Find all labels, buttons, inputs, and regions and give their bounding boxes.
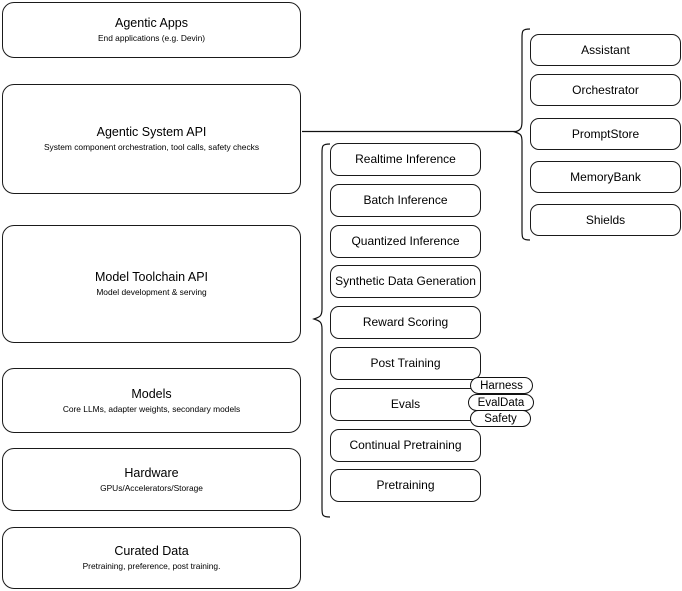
system-node-memorybank[interactable]: MemoryBank: [530, 161, 681, 193]
stack-layer-curated-data[interactable]: Curated Data Pretraining, preference, po…: [2, 527, 301, 589]
node-label: MemoryBank: [570, 169, 641, 184]
node-label: Shields: [585, 212, 626, 227]
evals-subcomponent-safety[interactable]: Safety: [470, 410, 531, 427]
layer-subtitle: System component orchestration, tool cal…: [43, 142, 260, 152]
toolchain-node-evals[interactable]: Evals: [330, 388, 481, 421]
node-label: Batch Inference: [363, 193, 448, 207]
node-label: Reward Scoring: [362, 315, 449, 329]
stack-layer-model-toolchain-api[interactable]: Model Toolchain API Model development & …: [2, 225, 301, 343]
layer-subtitle: Core LLMs, adapter weights, secondary mo…: [62, 403, 241, 414]
layer-subtitle: GPUs/Accelerators/Storage: [100, 482, 203, 493]
system-node-shields[interactable]: Shields: [530, 204, 681, 236]
node-label: Quantized Inference: [351, 234, 460, 248]
toolchain-node-batch-inference[interactable]: Batch Inference: [330, 184, 481, 217]
toolchain-node-reward-scoring[interactable]: Reward Scoring: [330, 306, 481, 339]
toolchain-node-post-training[interactable]: Post Training: [330, 347, 481, 380]
stack-layer-agentic-apps[interactable]: Agentic Apps End applications (e.g. Devi…: [2, 2, 301, 58]
toolchain-node-realtime-inference[interactable]: Realtime Inference: [330, 143, 481, 176]
layer-title: Agentic Apps: [115, 16, 188, 30]
layer-subtitle: End applications (e.g. Devin): [97, 33, 206, 43]
evals-subcomponent-harness[interactable]: Harness: [470, 377, 533, 394]
node-label: Pretraining: [376, 478, 435, 492]
layer-title: Agentic System API: [96, 125, 207, 139]
system-node-orchestrator[interactable]: Orchestrator: [530, 74, 681, 106]
stack-layer-hardware[interactable]: Hardware GPUs/Accelerators/Storage: [2, 448, 301, 511]
node-label: Realtime Inference: [355, 152, 456, 166]
layer-subtitle: Pretraining, preference, post training.: [82, 561, 221, 571]
toolchain-node-continual-pretraining[interactable]: Continual Pretraining: [330, 429, 481, 462]
stack-layer-models[interactable]: Models Core LLMs, adapter weights, secon…: [2, 368, 301, 433]
toolchain-node-quantized-inference[interactable]: Quantized Inference: [330, 225, 481, 258]
layer-subtitle: Model development & serving: [96, 287, 207, 297]
node-label: Assistant: [581, 42, 630, 57]
node-label: Evals: [390, 397, 421, 411]
stack-layer-agentic-system-api[interactable]: Agentic System API System component orch…: [2, 84, 301, 194]
layer-title: Model Toolchain API: [94, 270, 209, 284]
layer-title: Models: [131, 386, 172, 401]
node-label: Orchestrator: [572, 82, 639, 97]
pill-label: Safety: [484, 412, 517, 425]
system-node-assistant[interactable]: Assistant: [530, 34, 681, 66]
node-label: Continual Pretraining: [349, 438, 462, 452]
node-label: Post Training: [370, 356, 441, 370]
evals-subcomponent-evaldata[interactable]: EvalData: [468, 394, 534, 411]
layer-title: Curated Data: [114, 544, 189, 558]
system-node-promptstore[interactable]: PromptStore: [530, 118, 681, 150]
toolchain-node-pretraining[interactable]: Pretraining: [330, 469, 481, 502]
node-label: Synthetic Data Generation: [335, 274, 476, 288]
pill-label: EvalData: [477, 396, 525, 409]
node-label: PromptStore: [571, 126, 640, 141]
toolchain-node-synthetic-data-generation[interactable]: Synthetic Data Generation: [330, 265, 481, 298]
pill-label: Harness: [480, 379, 523, 392]
layer-title: Hardware: [124, 465, 179, 480]
